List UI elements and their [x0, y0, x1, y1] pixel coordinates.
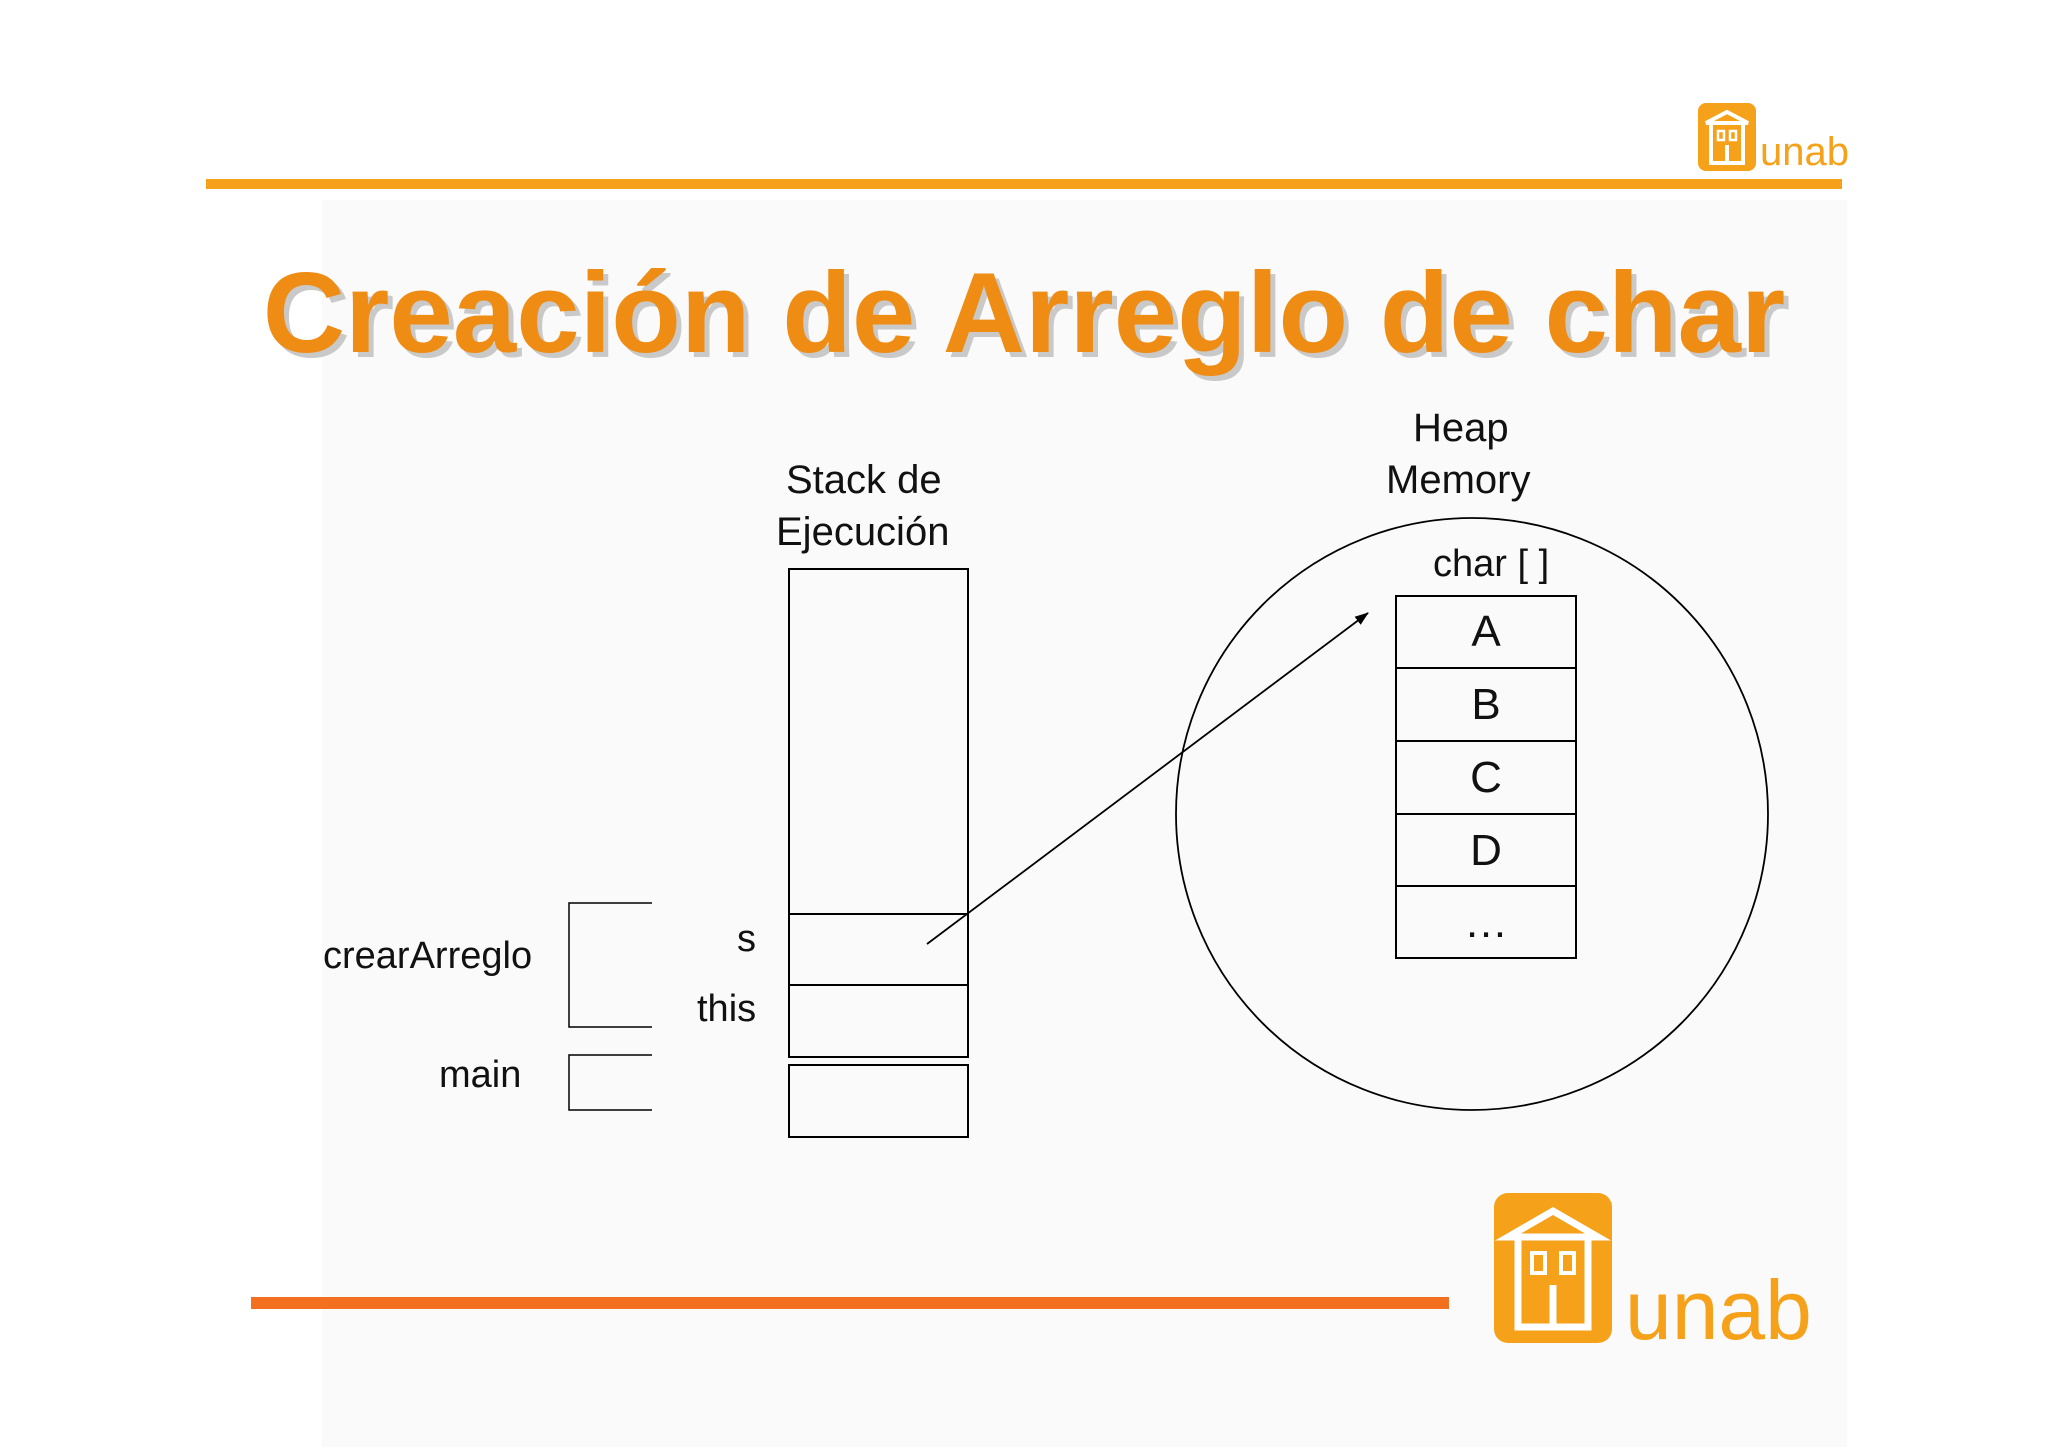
house-logo-icon	[1494, 1193, 1612, 1343]
frame-label-main: main	[439, 1054, 522, 1096]
var-label-this: this	[697, 988, 757, 1030]
var-label-s: s	[737, 918, 756, 960]
heap-heading-line1: Heap	[1413, 406, 1509, 450]
stack-free-area	[788, 568, 969, 915]
heap-heading-line2: Memory	[1386, 458, 1531, 502]
stack-slot-this	[788, 984, 969, 1058]
array-cell-1	[1395, 667, 1577, 742]
stack-heading-line1: Stack de	[786, 458, 942, 502]
bottom-divider	[251, 1297, 1449, 1309]
unab-logo-small-text: unab	[1760, 130, 1849, 174]
array-value-0: A	[1471, 607, 1501, 656]
stack-heading-line2: Ejecución	[776, 510, 950, 554]
array-value-3: D	[1470, 826, 1502, 875]
heap-circle	[1175, 517, 1769, 1111]
array-value-4: …	[1464, 898, 1508, 947]
main-bracket	[568, 1054, 652, 1111]
slide-title: Creación de Arreglo de char	[262, 250, 1786, 377]
house-logo-icon	[1698, 103, 1756, 171]
stack-slot-s	[788, 913, 969, 986]
array-value-2: C	[1470, 753, 1502, 802]
array-cell-3	[1395, 813, 1577, 887]
crearArreglo-bracket	[568, 902, 652, 1028]
unab-logo-large-text: unab	[1625, 1263, 1812, 1357]
top-divider	[206, 179, 1842, 189]
array-type-label: char [ ]	[1433, 543, 1550, 585]
array-cell-4	[1395, 885, 1577, 959]
array-cell-0	[1395, 595, 1577, 669]
reference-arrow	[926, 612, 1369, 945]
frame-label-crearArreglo: crearArreglo	[323, 935, 533, 977]
array-value-1: B	[1471, 680, 1501, 729]
array-cell-2	[1395, 740, 1577, 815]
stack-slot-main	[788, 1064, 969, 1138]
